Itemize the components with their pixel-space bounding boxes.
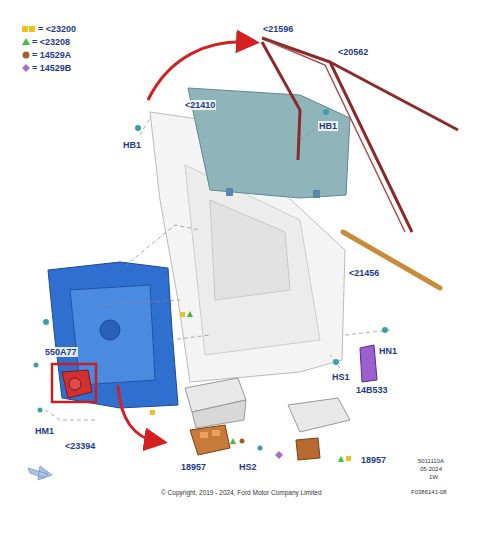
- drawing-code: 05-2024: [419, 466, 443, 473]
- drawing-code: 5011110A: [417, 458, 445, 465]
- legend-row: = <23200: [22, 24, 76, 35]
- callout-number: 18957: [180, 462, 207, 472]
- legend-symbol: [22, 51, 30, 61]
- copyright-note: © Copyright, 2019 - 2024, Ford Motor Com…: [160, 488, 323, 498]
- legend-symbol: [22, 25, 36, 35]
- callout-number: HS2: [238, 462, 258, 472]
- callout-number: <21456: [348, 268, 380, 278]
- callout-number: HB1: [122, 140, 142, 150]
- callout-number: HB1: [318, 121, 338, 131]
- legend-symbol: [22, 38, 30, 48]
- legend-text: = 14529A: [32, 50, 71, 60]
- drawing-code: 1W: [428, 474, 439, 481]
- callout-number: HS1: [331, 372, 351, 382]
- legend-text: = <23208: [32, 37, 70, 47]
- callout-number: 14B533: [355, 385, 389, 395]
- callout-number: <21410: [184, 100, 216, 110]
- callout-number: 18957: [360, 455, 387, 465]
- drawing-code: F0386141-08: [410, 489, 448, 496]
- legend-text: = <23200: [38, 24, 76, 34]
- legend-row: = 14529A: [22, 50, 71, 61]
- legend-row: = 14529B: [22, 63, 71, 74]
- legend-text: = 14529B: [32, 63, 71, 73]
- legend-row: = <23208: [22, 37, 70, 48]
- callout-number: HN1: [378, 346, 398, 356]
- legend-symbol: [22, 64, 30, 74]
- callout-number: HM1: [34, 426, 55, 436]
- callout-number: <23394: [64, 441, 96, 451]
- callout-number: 550A77: [44, 347, 78, 357]
- callout-number: <21596: [262, 24, 294, 34]
- callout-number: <20562: [337, 47, 369, 57]
